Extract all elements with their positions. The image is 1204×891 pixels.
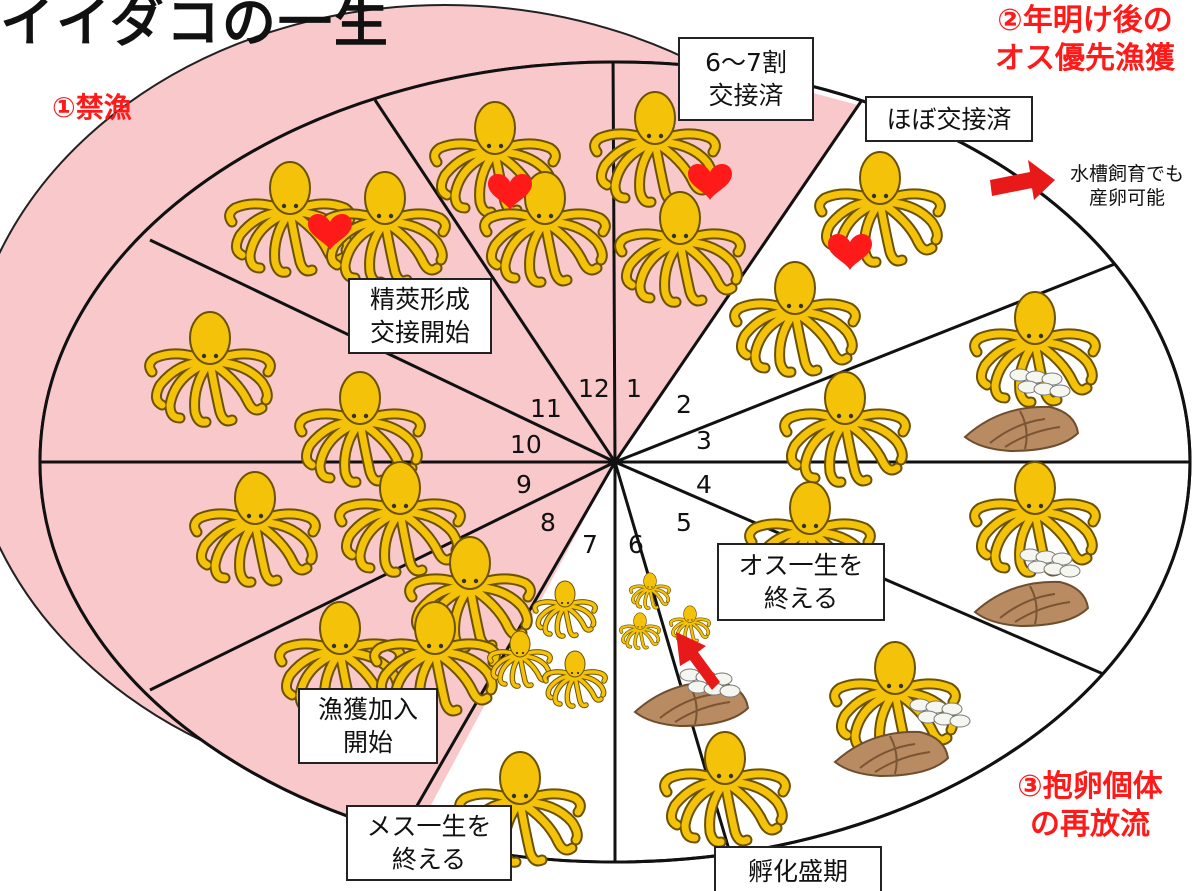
arrow-icon-group [676,160,1055,690]
month-label-12: 12 [578,374,610,403]
month-label-4: 4 [696,470,712,499]
female-end-box: メス一生を 終える [346,805,512,881]
month-label-8: 8 [540,508,556,537]
month-label-10: 10 [510,430,542,459]
nearly-mated-box: ほぼ交接済 [865,96,1033,142]
mated-6-7-box: 6〜7割 交接済 [678,37,814,121]
tank-note: 水槽飼育でも 産卵可能 [1069,163,1184,209]
closed-season-label: ①禁漁 [52,91,132,124]
month-label-9: 9 [516,470,532,499]
month-label-11: 11 [530,394,562,423]
page-title: イイダコの一生 [0,0,390,54]
egg-release-label: ③抱卵個体 の再放流 [1017,769,1163,842]
month-label-7: 7 [582,530,598,559]
arrow-icon [676,632,720,690]
male-end-box: オス一生を 終える [717,543,885,621]
male-catch-label: ②年明け後の オス優先漁獲 [995,3,1175,76]
spermatophore-box: 精莢形成 交接開始 [348,278,492,354]
arrow-icon [990,160,1055,200]
month-label-5: 5 [676,508,692,537]
fishery-start-box: 漁獲加入 開始 [298,688,438,764]
month-label-3: 3 [696,426,712,455]
hatch-peak-box: 孵化盛期 [714,846,882,891]
month-label-2: 2 [676,390,692,419]
month-label-6: 6 [628,530,644,559]
month-label-1: 1 [626,374,642,403]
